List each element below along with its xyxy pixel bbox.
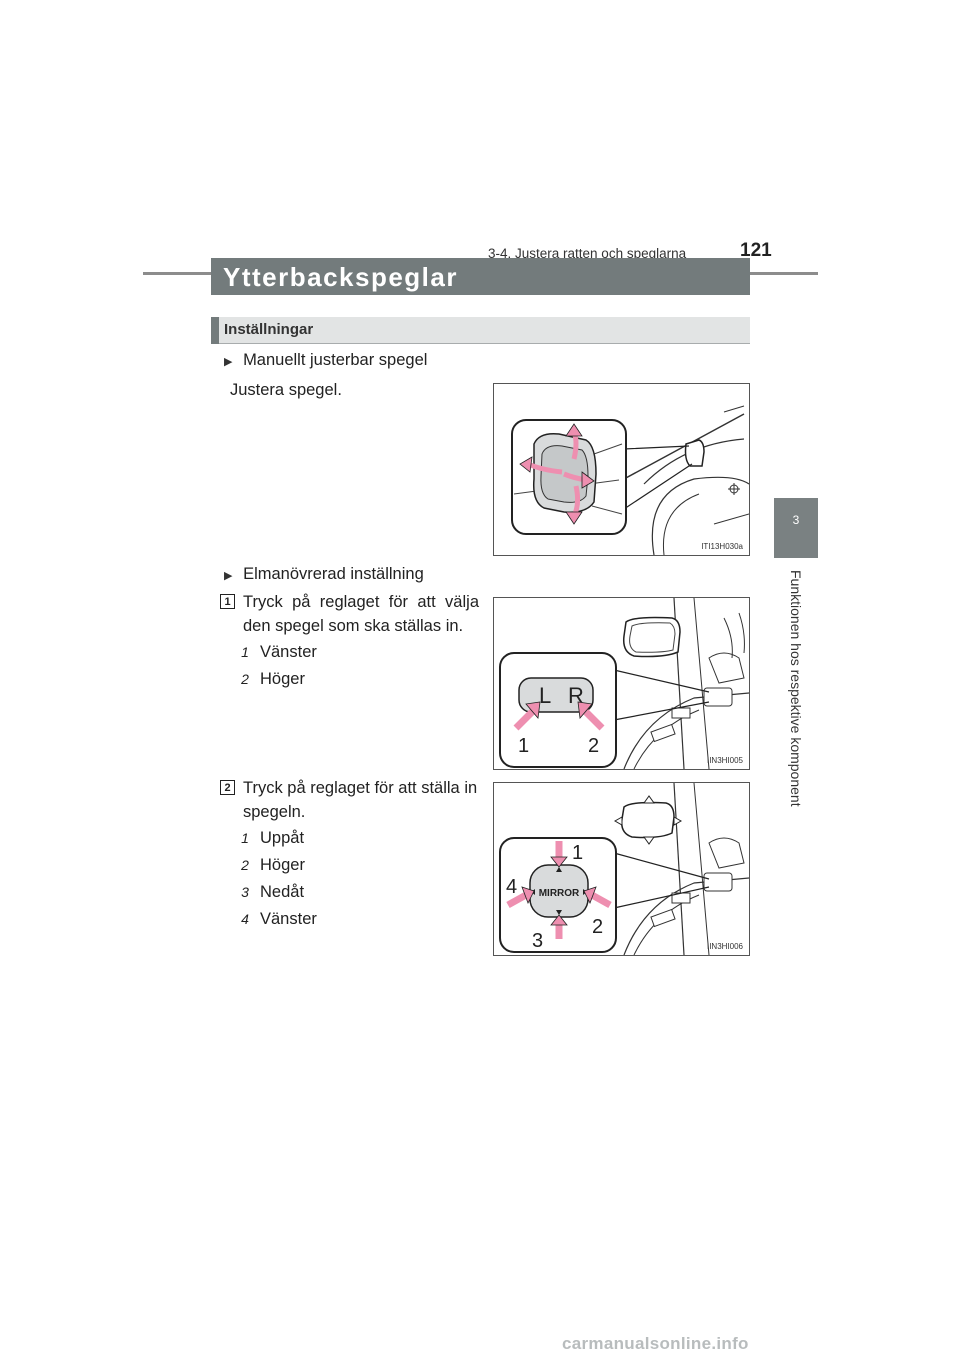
mirror-select-illustration: L R 1 2 (499, 597, 750, 770)
chapter-title-vertical: Funktionen hos respektive komponent (776, 570, 816, 810)
step-2-item-1-label: Uppåt (260, 829, 305, 847)
bullet-arrow-icon: ▶ (224, 356, 233, 368)
mirror-adjust-illustration: MIRROR 1 2 3 4 (499, 782, 750, 956)
figure-mirror-select: L R 1 2 IIN3HI005 (493, 597, 750, 770)
step-2-item-2-label: Höger (260, 856, 305, 874)
bullet-manual-text: Manuellt justerbar spegel (243, 351, 428, 369)
callout-2: 2 (592, 916, 603, 938)
step-2-line-2: spegeln. (243, 803, 306, 821)
chapter-title: Funktionen hos respektive komponent (788, 570, 804, 807)
bullet-manual: ▶ Manuellt justerbar spegel (224, 347, 427, 375)
step-2-line-1: Tryck på reglaget för att ställa in (243, 779, 478, 797)
figure-id: IIN3HI006 (706, 942, 743, 951)
step-2-item-4-num: 4 (241, 911, 249, 927)
step-2-item-2-num: 2 (241, 857, 249, 873)
figure-id: ITI13H030a (701, 542, 743, 551)
left-letter: L (539, 683, 551, 708)
bullet-arrow-icon: ▶ (224, 570, 233, 582)
callout-1: 1 (518, 735, 529, 757)
callout-4: 4 (506, 876, 517, 898)
step-1-item-1-label: Vänster (260, 643, 317, 661)
subsection-marker (211, 317, 219, 344)
mirror-switch-label: MIRROR (539, 888, 580, 899)
watermark: carmanualsonline.info (562, 1334, 749, 1353)
step-2-item-3-num: 3 (241, 884, 249, 900)
figure-mirror-adjust: MIRROR 1 2 3 4 IIN3HI006 (493, 782, 750, 956)
callout-3: 3 (532, 930, 543, 952)
step-1-badge: 1 (220, 594, 235, 609)
chapter-tab (774, 498, 818, 558)
page-number: 121 (740, 240, 772, 261)
step-1-item-2-num: 2 (241, 671, 249, 687)
manual-instruction: Justera spegel. (230, 381, 342, 399)
step-1-item-1-num: 1 (241, 644, 249, 660)
section-title: Ytterbackspeglar (223, 262, 458, 292)
chapter-number: 3 (792, 513, 800, 527)
subsection-bar (211, 317, 750, 344)
bullet-electric-text: Elmanövrerad inställning (243, 565, 424, 583)
step-2-badge: 2 (220, 780, 235, 795)
subsection-title: Inställningar (224, 321, 314, 338)
step-1-line-1: Tryck på reglaget för att välja (243, 593, 479, 611)
step-1-item-2-label: Höger (260, 670, 305, 688)
figure-id: IIN3HI005 (706, 756, 743, 765)
section-title-bar (211, 258, 750, 295)
step-1-line-2: den spegel som ska ställas in. (243, 617, 464, 635)
callout-2: 2 (588, 735, 599, 757)
figure-manual-mirror: ITI13H030a (493, 383, 750, 556)
bullet-electric: ▶ Elmanövrerad inställning (224, 561, 424, 589)
step-2-item-3-label: Nedåt (260, 883, 305, 901)
step-2-item-1-num: 1 (241, 830, 249, 846)
manual-mirror-illustration (511, 405, 750, 556)
running-header-section: 3-4. Justera ratten och speglarna (488, 246, 687, 261)
right-letter: R (568, 683, 584, 708)
step-2-item-4-label: Vänster (260, 910, 317, 928)
callout-1: 1 (572, 842, 583, 864)
